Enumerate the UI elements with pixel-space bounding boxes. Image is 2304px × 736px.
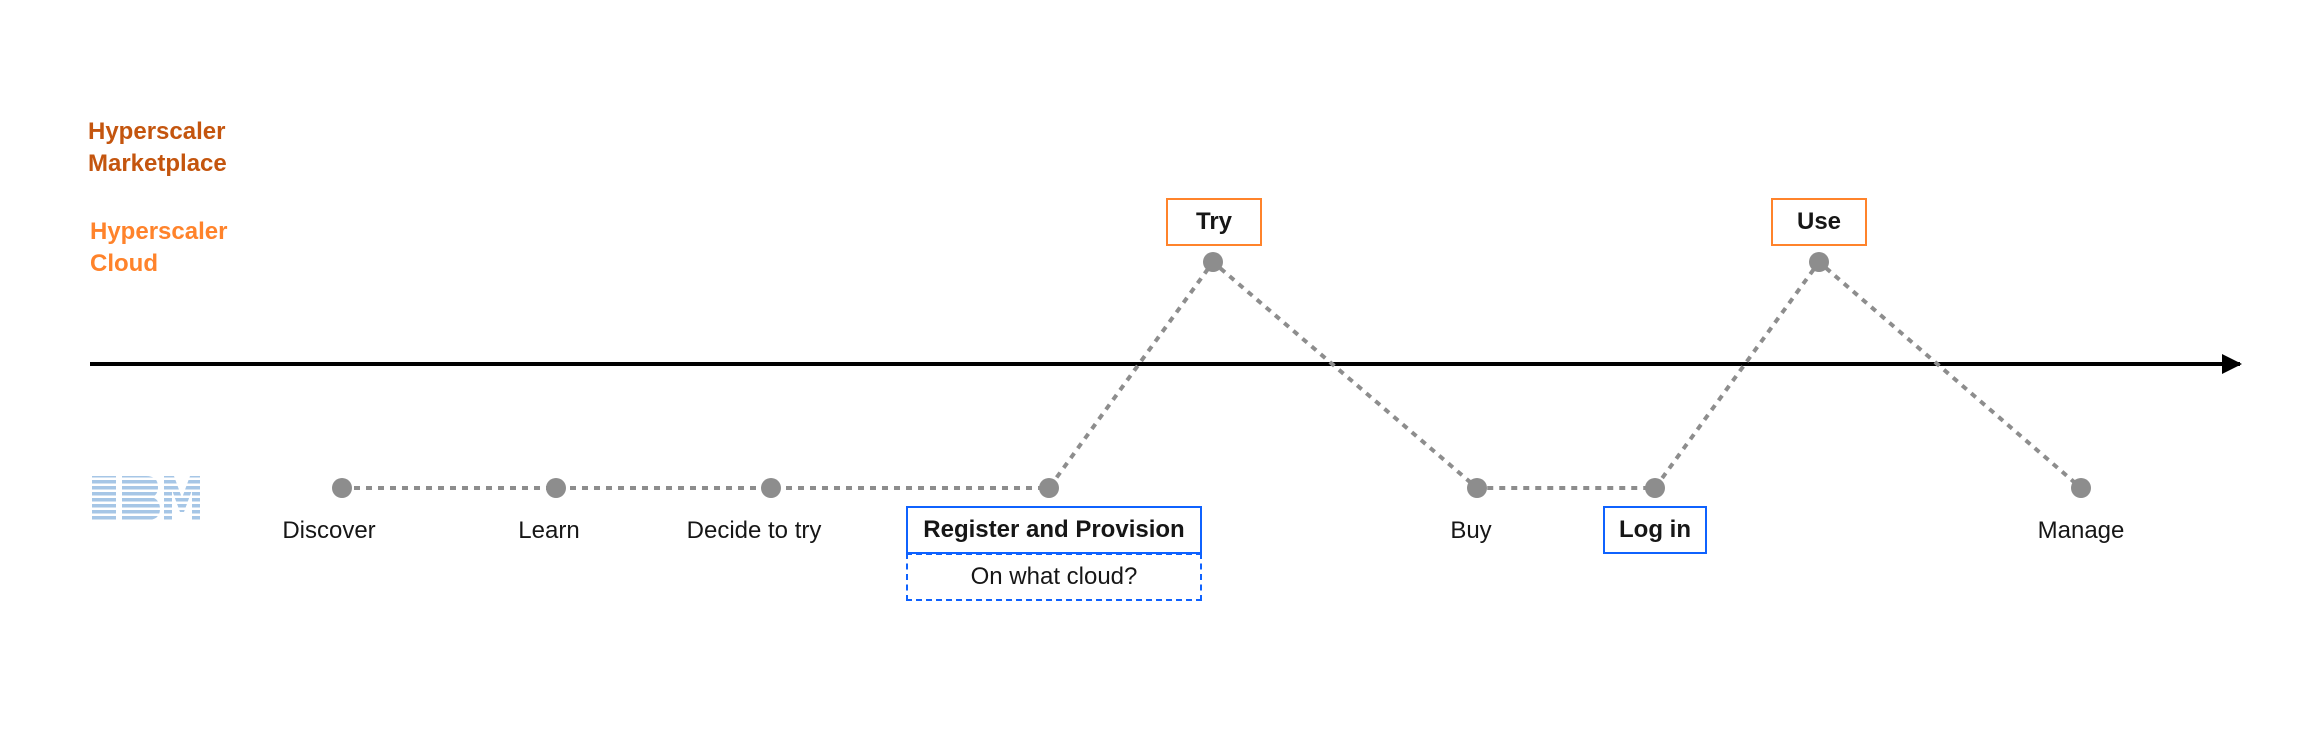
step-box-register-and-provision: Register and Provision bbox=[906, 506, 1202, 554]
node-register bbox=[1039, 478, 1059, 498]
step-label-discover: Discover bbox=[282, 517, 376, 544]
node-buy bbox=[1467, 478, 1487, 498]
ibm-logo bbox=[92, 476, 200, 520]
step-label-learn: Learn bbox=[518, 517, 580, 544]
lane-label-hyperscaler-cloud: Hyperscaler Cloud bbox=[90, 218, 228, 277]
step-note-on-what-cloud: On what cloud? bbox=[906, 553, 1202, 601]
step-label-manage: Manage bbox=[2037, 517, 2125, 544]
step-box-log-in: Log in bbox=[1603, 506, 1707, 554]
node-log-in bbox=[1645, 478, 1665, 498]
node-manage bbox=[2071, 478, 2091, 498]
step-label-buy: Buy bbox=[1450, 517, 1492, 544]
step-box-use: Use bbox=[1771, 198, 1867, 246]
node-decide-to-try bbox=[761, 478, 781, 498]
journey-path bbox=[342, 259, 2083, 490]
node-use bbox=[1809, 252, 1829, 272]
step-label-decide-to-try: Decide to try bbox=[686, 517, 822, 544]
step-box-try: Try bbox=[1166, 198, 1262, 246]
node-learn bbox=[546, 478, 566, 498]
lane-label-hyperscaler-marketplace: Hyperscaler Marketplace bbox=[88, 118, 227, 177]
node-discover bbox=[332, 478, 352, 498]
node-try bbox=[1203, 252, 1223, 272]
